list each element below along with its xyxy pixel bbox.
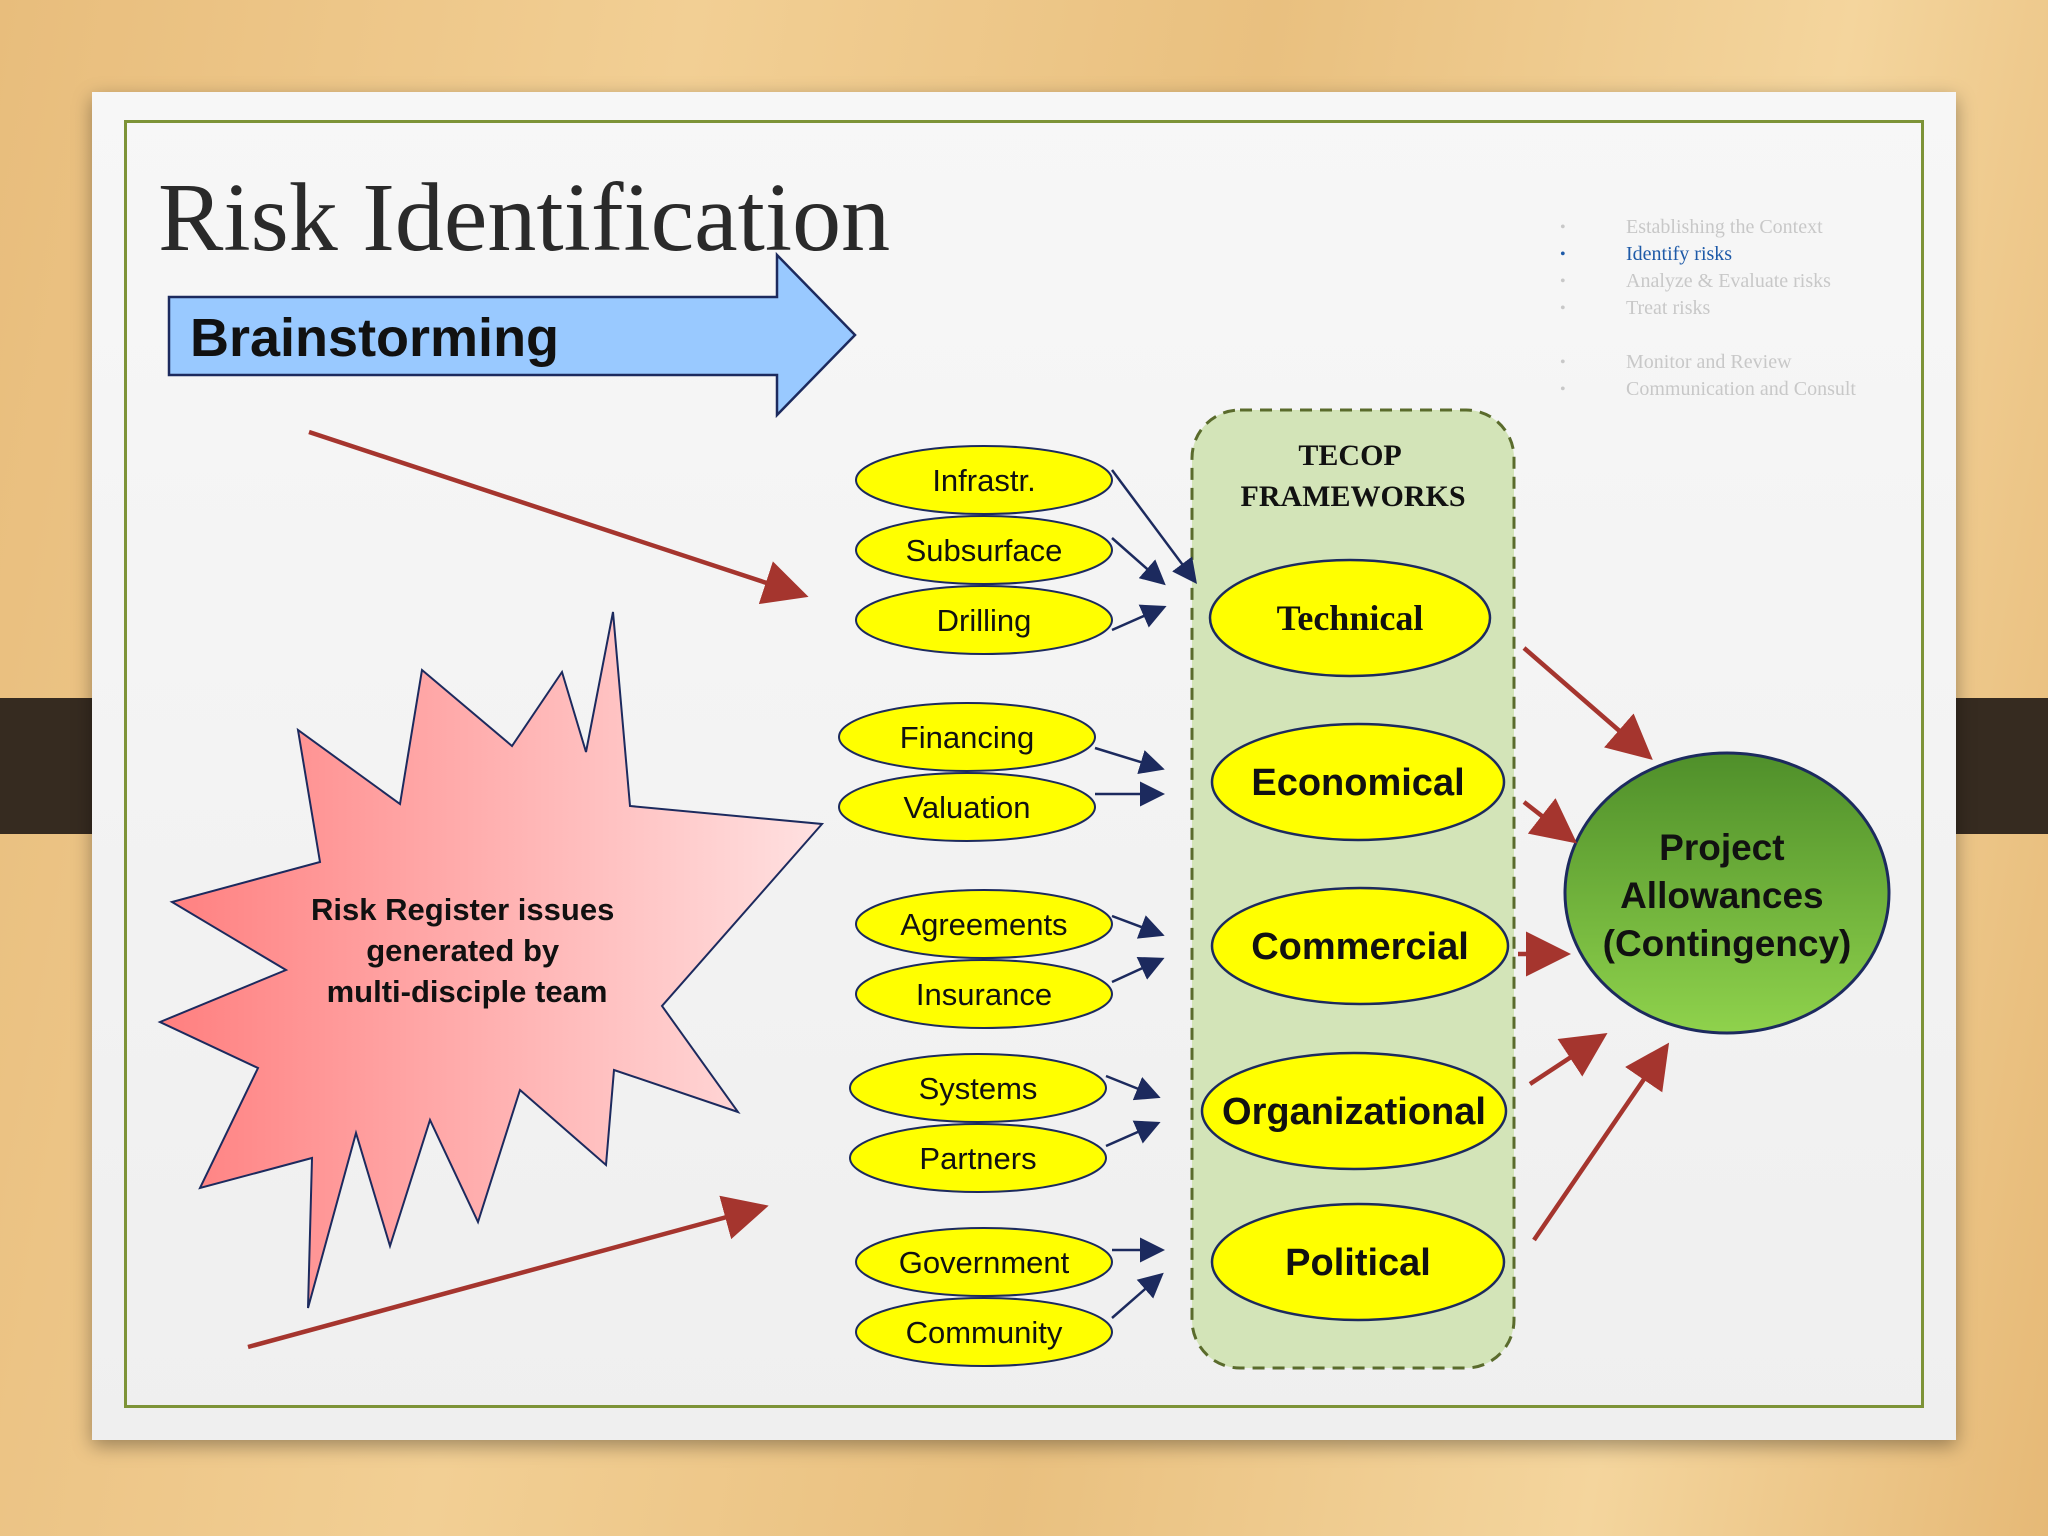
sub-item-systems: Systems xyxy=(849,1053,1107,1123)
arrow-technical-target xyxy=(1522,646,1653,760)
sub-item-ellipse xyxy=(849,1053,1107,1123)
category-technical: Technical xyxy=(1208,558,1492,678)
process-step: Communication and Consult xyxy=(1560,376,1856,403)
sub-item-valuation: Valuation xyxy=(838,772,1096,842)
process-step: Treat risks xyxy=(1560,295,1856,322)
sub-item-government: Government xyxy=(855,1227,1113,1297)
category-political: Political xyxy=(1210,1202,1506,1322)
sub-item-label: Government xyxy=(899,1245,1070,1280)
sub-item-label: Insurance xyxy=(916,977,1052,1012)
arrow-systems xyxy=(1105,1074,1161,1101)
arrow-economical-target xyxy=(1522,798,1578,844)
sub-item-community: Community xyxy=(855,1297,1113,1367)
category-label: Organizational xyxy=(1222,1091,1486,1133)
arrow-agreements xyxy=(1111,914,1165,939)
burst-line: multi-disciple team xyxy=(327,974,608,1009)
project-allowances-target: Project Allowances (Contingency) xyxy=(1563,751,1891,1035)
sub-item-label: Drilling xyxy=(937,603,1032,638)
sub-item-ellipse xyxy=(855,1297,1113,1367)
banner-label: Brainstorming xyxy=(190,308,559,368)
arrow-drilling xyxy=(1111,604,1167,632)
slide-title: Risk Identification xyxy=(158,164,891,272)
framework-title-line: FRAMEWORKS xyxy=(1241,480,1466,513)
target-text: Project Allowances (Contingency) xyxy=(1603,827,1852,964)
arrow-community xyxy=(1111,1272,1164,1319)
sub-item-label: Financing xyxy=(900,720,1034,755)
category-commercial: Commercial xyxy=(1210,886,1510,1006)
process-steps-list: Establishing the Context Identify risks … xyxy=(1560,214,1856,403)
arrow-infrastr xyxy=(1110,469,1197,585)
category-label: Political xyxy=(1285,1242,1431,1284)
sub-item-ellipse xyxy=(838,702,1096,772)
category-economical: Economical xyxy=(1210,722,1506,842)
arrow-financing xyxy=(1094,746,1165,775)
burst-line: generated by xyxy=(366,933,560,968)
sub-item-ellipse xyxy=(849,1123,1107,1193)
sub-item-drilling: Drilling xyxy=(855,585,1113,655)
process-step: Analyze & Evaluate risks xyxy=(1560,268,1856,295)
category-label: Economical xyxy=(1251,762,1464,804)
category-label: Technical xyxy=(1277,598,1424,638)
sub-item-financing: Financing xyxy=(838,702,1096,772)
input-arrow-top xyxy=(308,429,809,605)
sub-to-category-arrows xyxy=(1094,469,1197,1319)
risk-register-burst: Risk Register issues generated by multi-… xyxy=(157,611,825,1309)
category-label: Commercial xyxy=(1251,926,1469,968)
sub-item-ellipse xyxy=(855,1227,1113,1297)
input-arrow-bottom xyxy=(247,1195,769,1350)
arrow-organizational-target xyxy=(1528,1033,1608,1086)
sub-item-ellipse xyxy=(855,515,1113,585)
burst-text: Risk Register issues generated by multi-… xyxy=(311,892,623,1009)
sub-item-label: Valuation xyxy=(904,790,1031,825)
sub-item-label: Partners xyxy=(919,1141,1036,1176)
sub-item-label: Systems xyxy=(919,1071,1038,1106)
target-line: Project xyxy=(1659,827,1784,868)
sub-item-label: Agreements xyxy=(900,907,1067,942)
category-ellipse xyxy=(1210,886,1510,1006)
sub-item-ellipse xyxy=(855,889,1113,959)
sub-item-partners: Partners xyxy=(849,1123,1107,1193)
category-ellipse xyxy=(1210,722,1506,842)
target-line: Allowances xyxy=(1620,875,1824,916)
sub-item-label: Subsurface xyxy=(906,533,1063,568)
framework-title-line: TECOP xyxy=(1298,439,1401,472)
banner-arrow-shape xyxy=(167,251,857,419)
sub-item-subsurface: Subsurface xyxy=(855,515,1113,585)
burst-shape xyxy=(157,611,825,1309)
sub-item-agreements: Agreements xyxy=(855,889,1113,959)
sub-item-infrastr: Infrastr. xyxy=(855,445,1113,515)
process-step: Establishing the Context xyxy=(1560,214,1856,241)
arrow-subsurface xyxy=(1111,537,1166,586)
sub-item-label: Infrastr. xyxy=(932,463,1035,498)
framework-title: TECOP FRAMEWORKS xyxy=(1241,439,1466,513)
category-ellipse xyxy=(1200,1051,1508,1171)
sub-item-label: Community xyxy=(906,1315,1063,1350)
burst-line: Risk Register issues xyxy=(311,892,614,927)
arrow-partners xyxy=(1105,1120,1161,1148)
sub-item-ellipse xyxy=(855,959,1113,1029)
sub-item-insurance: Insurance xyxy=(855,959,1113,1029)
arrow-insurance xyxy=(1111,956,1165,984)
category-to-target-arrows xyxy=(1518,646,1670,1242)
target-ellipse xyxy=(1563,751,1891,1035)
arrow-political-target xyxy=(1532,1042,1670,1242)
process-step-active: Identify risks xyxy=(1560,241,1856,268)
slide-frame xyxy=(124,120,1924,1408)
sub-item-ellipse xyxy=(855,585,1113,655)
sub-item-ellipse xyxy=(855,445,1113,515)
category-organizational: Organizational xyxy=(1200,1051,1508,1171)
brainstorming-banner: Brainstorming xyxy=(167,251,857,419)
category-ellipse xyxy=(1210,1202,1506,1322)
category-ellipse xyxy=(1208,558,1492,678)
sub-item-ellipse xyxy=(838,772,1096,842)
sub-items: Infrastr. Subsurface Drilling Financing … xyxy=(838,445,1113,1367)
process-step: Monitor and Review xyxy=(1560,349,1856,376)
target-line: (Contingency) xyxy=(1603,923,1852,964)
